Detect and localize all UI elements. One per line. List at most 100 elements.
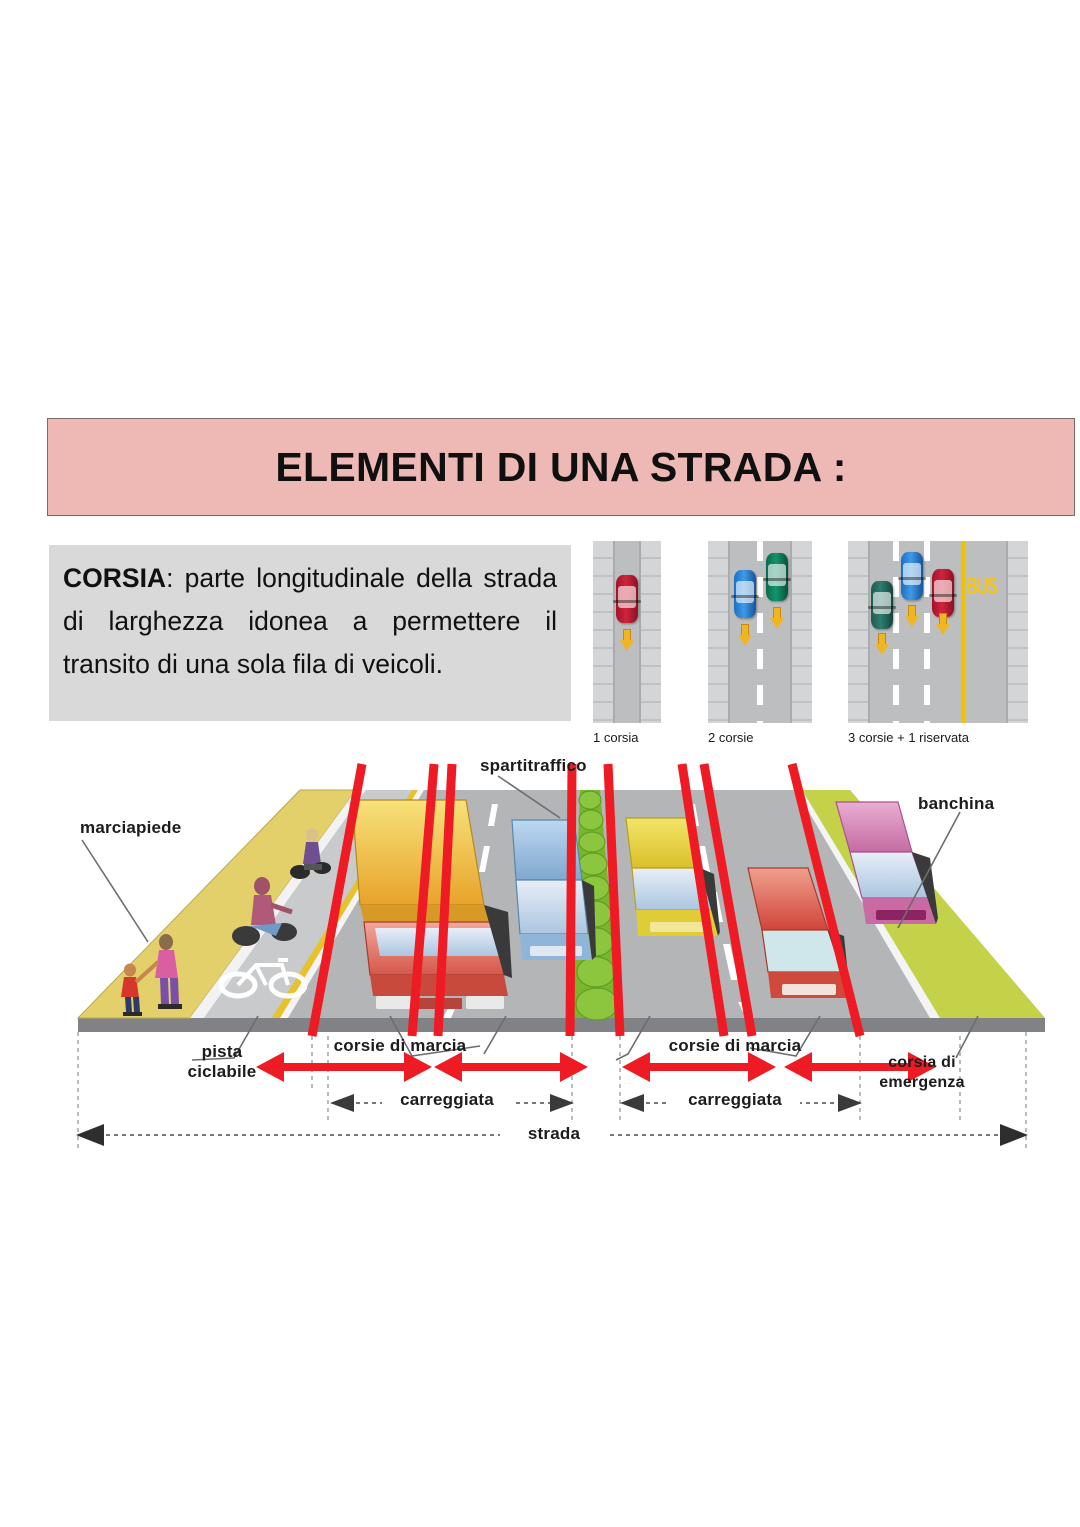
motorcycle-far	[290, 828, 331, 879]
leader-banchina	[897, 811, 961, 929]
adult-torso	[155, 950, 178, 978]
child-leg-right	[133, 997, 140, 1012]
child-leg-left	[125, 997, 132, 1012]
adult-head	[159, 934, 173, 950]
label-corsie-di-marcia-left: corsie di marcia	[333, 1036, 467, 1055]
rider-near-torso	[251, 895, 276, 925]
curb-left-icon	[708, 541, 730, 723]
vehicle-car-yellow	[625, 817, 720, 936]
mini-car-blue	[731, 570, 759, 618]
vehicle-car-pink	[835, 801, 938, 924]
lane-figure-3-caption: 3 corsie + 1 riservata	[848, 730, 970, 745]
lane-figure-1-road	[593, 541, 661, 723]
lane-divider-dashed-icon	[757, 541, 763, 723]
truck-box-top	[351, 799, 485, 906]
leader-lines-group	[81, 775, 979, 1061]
pedestrian-adult	[155, 934, 182, 1009]
curb-right-icon	[639, 541, 661, 723]
label-banchina: banchina	[918, 794, 995, 813]
leader-corsie-marcia-right-a	[615, 1015, 651, 1061]
mini-car-teal	[868, 581, 896, 629]
pedestrian-group	[121, 934, 182, 1016]
adult-leg-left	[160, 978, 169, 1004]
holding-hands	[134, 960, 160, 984]
truck-bumper	[376, 996, 504, 1009]
arrow-lane-right-2	[784, 1052, 936, 1082]
pink-car-side-shadow	[912, 852, 938, 924]
curb-right-icon	[1006, 541, 1028, 723]
child-shoe-left	[123, 1012, 133, 1016]
rider-far-torso	[303, 842, 321, 864]
rider-near-arm	[270, 902, 293, 915]
curb-right-icon	[790, 541, 812, 723]
label-carreggiata-right: carreggiata	[670, 1090, 800, 1110]
curb-left-icon	[848, 541, 870, 723]
definition-body: parte longitudinale della strada di larg…	[63, 563, 557, 679]
label-corsia-emergenza-line1: corsia di	[888, 1054, 956, 1071]
van-windshield	[515, 879, 589, 935]
child-shoe-right	[132, 1012, 142, 1016]
red-line-8	[787, 762, 865, 1038]
cyclist-near	[232, 877, 297, 946]
red-car-bumper	[782, 984, 836, 995]
definition-box: CORSIA: parte longitudinale della strada…	[49, 545, 571, 721]
van-side-shadow	[582, 880, 596, 960]
label-marciapiede: marciapiede	[80, 818, 182, 837]
bicycle-near-frame	[250, 923, 282, 936]
direction-arrow-icon	[936, 613, 950, 635]
mini-car-green	[763, 553, 791, 601]
rider-near-head	[254, 877, 270, 895]
adult-leg-right	[170, 978, 179, 1004]
lane-divider-dashed-icon	[893, 541, 899, 723]
lane-figure-3-corsie-riservata: BUS 3 corsie + 1 riservata	[848, 541, 1028, 745]
pink-car-roof	[835, 801, 913, 853]
motorcycle-far-body	[304, 864, 322, 870]
definition-term: CORSIA	[63, 563, 167, 593]
leader-pista-ciclabile	[191, 1015, 259, 1061]
definition-paragraph: CORSIA: parte longitudinale della strada…	[63, 557, 557, 686]
wheel-near-front	[232, 926, 260, 946]
sidewalk-curb-edge	[190, 790, 366, 1018]
lane-figure-2-corsie: 2 corsie	[708, 541, 812, 745]
bicycle-pictogram-icon	[218, 958, 308, 999]
arrow-lane-left-1	[256, 1052, 432, 1082]
red-line-4	[565, 763, 577, 1037]
lane-figure-3-road: BUS	[848, 541, 1028, 723]
truck-windshield	[375, 928, 500, 956]
road-elements-illustration: marciapiede spartitraffico banchina pist…	[60, 756, 1045, 1160]
lane-figure-1-corsia: 1 corsia	[593, 541, 661, 745]
adult-shoe-right	[169, 1004, 182, 1009]
lane-divider-dashed-icon	[924, 541, 930, 723]
label-strada: strada	[504, 1124, 604, 1144]
red-line-5	[603, 763, 625, 1037]
mini-car-red	[929, 569, 957, 617]
lane-figure-2-road	[708, 541, 812, 723]
direction-arrow-icon	[875, 633, 889, 655]
red-line-3	[433, 763, 457, 1037]
label-carreggiata-left: carreggiata	[382, 1090, 512, 1110]
yellow-car-bumper	[650, 922, 704, 932]
leader-corsie-marcia-left-b	[483, 1015, 507, 1055]
mini-car-red	[613, 575, 641, 623]
leader-marciapiede	[81, 839, 149, 943]
arrow-lane-right-1	[622, 1052, 776, 1082]
pink-car-bumper	[876, 910, 926, 920]
leader-corsia-emergenza	[955, 1015, 979, 1059]
adult-shoe-left	[158, 1004, 171, 1009]
child-torso	[121, 977, 139, 997]
page-title: ELEMENTI DI UNA STRADA :	[275, 443, 847, 490]
direction-arrow-icon	[770, 607, 784, 629]
truck-side-shadow	[484, 905, 512, 978]
page-title-banner: ELEMENTI DI UNA STRADA :	[47, 418, 1075, 516]
red-lane-width-arrows	[256, 1052, 936, 1082]
curb-left-icon	[593, 541, 615, 723]
reserved-lane-line-icon	[961, 541, 965, 723]
two-wheeler-group	[232, 828, 331, 946]
red-line-6	[677, 763, 729, 1037]
leader-spartitraffico	[497, 775, 561, 819]
red-line-2	[407, 763, 439, 1037]
arrow-lane-left-2	[434, 1052, 588, 1082]
rider-far-head	[306, 828, 318, 842]
label-pista-ciclabile-line1: pista	[201, 1042, 243, 1061]
label-corsia-emergenza-line2: emergenza	[879, 1074, 965, 1091]
